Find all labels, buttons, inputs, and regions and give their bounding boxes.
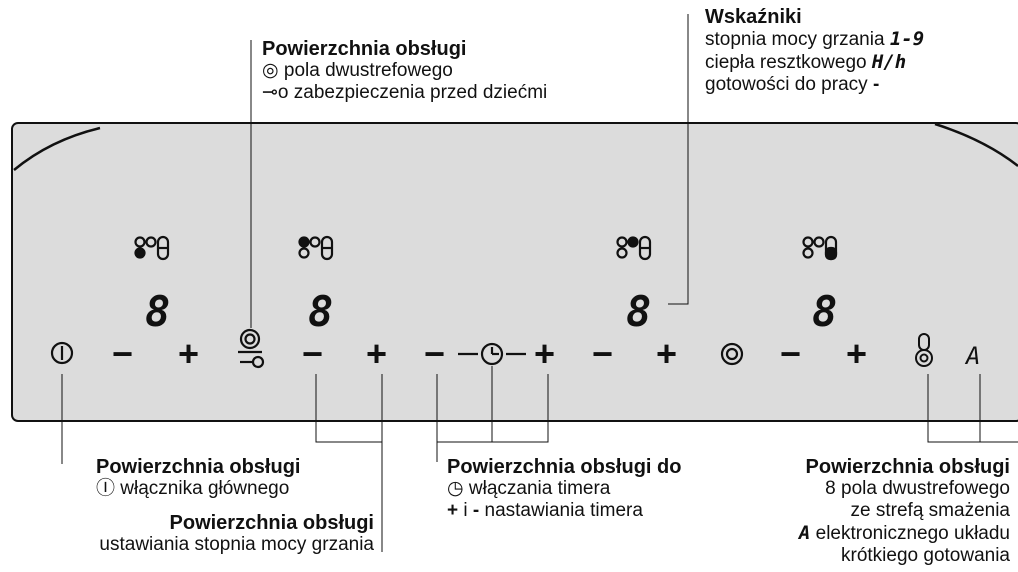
right-zone-arc [934,122,1018,167]
frying-zone-button[interactable] [915,333,933,367]
control-panel [11,122,1018,422]
zone2-plus-button[interactable]: + [366,333,387,374]
dual-zone-top-annotation: Powierzchnia obsługi ◎ pola dwustrefoweg… [262,38,547,104]
zone1-plus-button[interactable]: + [178,333,199,374]
zone3-plus-button[interactable]: + [656,333,677,374]
indicators-line1-text: stopnia mocy grzania [705,29,885,50]
dual-zone-top-line2-text: zabezpieczenia przed dziećmi [293,82,548,103]
left-zone-arc [13,126,101,171]
indicators-line1: stopnia mocy grzania 1-9 [705,28,924,51]
dual-zone-top-line2: ⊸o zabezpieczenia przed dziećmi [262,82,547,104]
timer-minus-button[interactable]: − [424,333,445,374]
frying-annotation: Powierzchnia obsługi 8 pola dwustrefoweg… [700,456,1010,567]
dual-zone-childlock-button[interactable] [238,328,265,369]
zone-front-left-indicator [134,235,170,261]
power-level-title: Powierzchnia obsługi [169,512,374,534]
main-switch-button[interactable] [50,341,74,365]
timer-plus-symbol: + [447,500,459,521]
timer-line1: ◷ włączania timera [447,478,681,500]
timer-line2: + i - nastawiania timera [447,500,681,522]
timer-annotation: Powierzchnia obsługi do ◷ włączania time… [447,456,681,522]
indicators-line2: ciepła resztkowego H/h [705,51,924,74]
timer-minus-symbol: - [472,500,480,521]
indicators-line2-text: ciepła resztkowego [705,52,867,73]
indicators-line3-symbol: - [872,74,880,95]
dual-zone-symbol-icon: ◎ [262,60,279,81]
power-level-display-3: 8 [626,287,651,336]
power-level-annotation: Powierzchnia obsługi ustawiania stopnia … [8,512,374,556]
indicators-line3: gotowości do pracy - [705,74,924,96]
timer-plus-button[interactable]: + [534,333,555,374]
dual-zone-top-line1: ◎ pola dwustrefowego [262,60,547,82]
frying-line2: ze strefą smażenia [850,500,1010,521]
child-lock-icon: ⊸o [262,82,289,103]
timer-line2-text: nastawiania timera [484,500,643,521]
dual-zone-button[interactable] [720,342,744,366]
zone-rear-left-indicator [298,235,334,261]
zone2-minus-button[interactable]: − [302,333,323,374]
power-level-display-1: 8 [145,287,170,336]
frying-line3-text: elektronicznego układu [815,523,1010,544]
power-icon: Ⓘ [96,478,116,499]
zone1-minus-button[interactable]: − [112,333,133,374]
leader-lines [61,14,1018,552]
indicators-line2-symbol: H/h [871,51,907,73]
zone-front-right-indicator [802,235,838,261]
timer-line1-text: włączania timera [468,478,611,499]
frying-title: Powierzchnia obsługi [805,456,1010,478]
zone3-minus-button[interactable]: − [592,333,613,374]
indicators-line3-text: gotowości do pracy [705,74,868,95]
frying-line1-text: pola dwustrefowego [841,478,1010,499]
main-switch-line1: Ⓘ włącznika głównego [96,478,300,500]
frying-zone-icon: 8 [825,478,836,499]
leader-frying [927,374,1018,443]
zone-rear-right-indicator [616,235,652,261]
indicators-annotation: Wskaźniki stopnia mocy grzania 1-9 ciepł… [705,6,924,96]
main-switch-annotation: Powierzchnia obsługi Ⓘ włącznika główneg… [96,456,300,500]
frying-line3: A elektronicznego układu [700,522,1010,545]
indicators-title: Wskaźniki [705,6,802,28]
indicators-line1-symbol: 1-9 [889,28,925,50]
timer-and: i [463,500,468,521]
frying-line4: krótkiego gotowania [841,545,1010,566]
main-switch-line1-text: włącznika głównego [120,478,290,499]
main-switch-title: Powierzchnia obsługi [96,456,301,478]
quick-cook-button[interactable]: A [964,342,980,370]
zone4-minus-button[interactable]: − [780,333,801,374]
power-level-display-2: 8 [308,287,333,336]
power-level-line1: ustawiania stopnia mocy grzania [99,534,374,555]
leader-power-level [315,374,382,443]
power-level-display-4: 8 [812,287,837,336]
dual-zone-top-title: Powierzchnia obsługi [262,38,467,60]
timer-clock-icon: ◷ [447,478,464,499]
timer-title: Powierzchnia obsługi do [447,456,682,478]
frying-line1: 8 pola dwustrefowego [700,478,1010,500]
dual-zone-top-line1-text: pola dwustrefowego [283,60,453,81]
timer-control[interactable] [458,342,526,366]
leader-indicators [668,14,689,305]
quick-cook-icon: A [798,522,811,544]
zone4-plus-button[interactable]: + [846,333,867,374]
